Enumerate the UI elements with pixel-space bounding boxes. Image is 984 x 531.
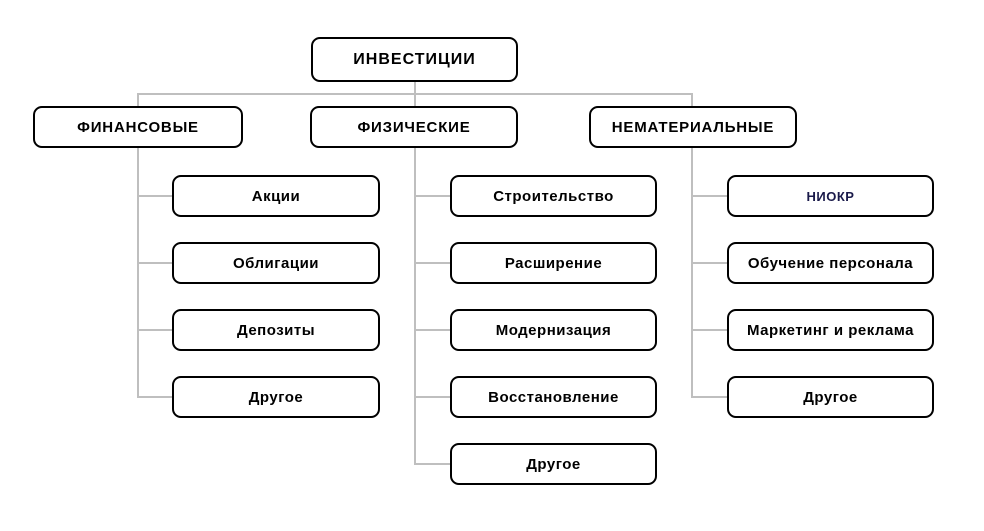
connector-stub-intangible-other xyxy=(691,396,728,398)
connector-trunk-financial xyxy=(137,93,139,397)
node-intangible-label: НЕМАТЕРИАЛЬНЫЕ xyxy=(611,118,775,136)
node-deposits-label: Депозиты xyxy=(236,321,316,339)
node-construction: Строительство xyxy=(450,175,657,217)
node-stocks-label: Акции xyxy=(251,187,301,205)
node-intangible-other: Другое xyxy=(727,376,934,418)
connector-stub-modernization xyxy=(414,329,451,331)
connector-root-stem xyxy=(414,82,416,94)
node-investments-label: ИНВЕСТИЦИИ xyxy=(353,50,476,68)
node-physical: ФИЗИЧЕСКИЕ xyxy=(310,106,518,148)
connector-stub-restoration xyxy=(414,396,451,398)
node-marketing-advertising-label: Маркетинг и реклама xyxy=(746,321,915,339)
node-bonds: Облигации xyxy=(172,242,380,284)
node-physical-other-label: Другое xyxy=(526,455,581,473)
node-bonds-label: Облигации xyxy=(232,254,320,272)
node-staff-training-label: Обучение персонала xyxy=(747,254,914,272)
connector-stub-expansion xyxy=(414,262,451,264)
node-deposits: Депозиты xyxy=(172,309,380,351)
node-financial-label: ФИНАНСОВЫЕ xyxy=(77,118,199,136)
node-expansion-label: Расширение xyxy=(504,254,603,272)
node-financial-other-label: Другое xyxy=(248,388,304,406)
node-construction-label: Строительство xyxy=(493,187,614,205)
connector-stub-financial-other xyxy=(137,396,173,398)
node-marketing-advertising: Маркетинг и реклама xyxy=(727,309,934,351)
node-restoration-label: Восстановление xyxy=(488,388,619,406)
node-financial: ФИНАНСОВЫЕ xyxy=(33,106,243,148)
node-staff-training: Обучение персонала xyxy=(727,242,934,284)
connector-stub-staff-training xyxy=(691,262,728,264)
node-rnd: НИОКР xyxy=(727,175,934,217)
connector-stub-stocks xyxy=(137,195,173,197)
node-expansion: Расширение xyxy=(450,242,657,284)
connector-trunk-physical xyxy=(414,93,416,464)
connector-stub-deposits xyxy=(137,329,173,331)
node-modernization: Модернизация xyxy=(450,309,657,351)
node-intangible: НЕМАТЕРИАЛЬНЫЕ xyxy=(589,106,797,148)
connector-trunk-intangible xyxy=(691,93,693,397)
node-financial-other: Другое xyxy=(172,376,380,418)
node-intangible-other-label: Другое xyxy=(803,388,858,406)
node-restoration: Восстановление xyxy=(450,376,657,418)
connector-stub-marketing xyxy=(691,329,728,331)
node-rnd-label: НИОКР xyxy=(806,188,855,204)
connector-stub-physical-other xyxy=(414,463,451,465)
node-stocks: Акции xyxy=(172,175,380,217)
connector-stub-bonds xyxy=(137,262,173,264)
node-investments: ИНВЕСТИЦИИ xyxy=(311,37,518,82)
node-physical-label: ФИЗИЧЕСКИЕ xyxy=(357,118,471,136)
connector-stub-construction xyxy=(414,195,451,197)
connector-stub-rnd xyxy=(691,195,728,197)
node-modernization-label: Модернизация xyxy=(495,321,612,339)
node-physical-other: Другое xyxy=(450,443,657,485)
